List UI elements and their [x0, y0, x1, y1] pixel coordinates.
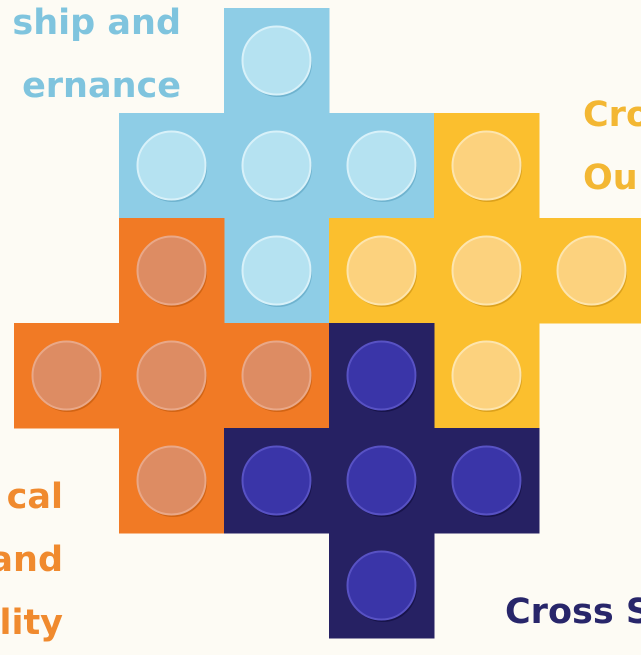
- stud: [241, 235, 312, 306]
- cross-outcomes-line-2: Ou: [583, 158, 638, 198]
- cross-outcomes-label: Cro Ou: [583, 84, 641, 210]
- piece-navy: [224, 323, 540, 639]
- leadership-line-2: ernance: [22, 66, 181, 106]
- piece-orange: [14, 218, 330, 534]
- stud: [346, 130, 417, 201]
- cross-outcomes-line-1: Cro: [583, 95, 641, 135]
- stud: [241, 340, 312, 411]
- stud: [451, 340, 522, 411]
- stud: [241, 130, 312, 201]
- stud: [451, 130, 522, 201]
- stud: [451, 235, 522, 306]
- stud: [241, 25, 312, 96]
- leadership-governance-label: ship and ernance: [12, 0, 181, 118]
- piece-light-blue: [119, 8, 435, 324]
- stud: [346, 235, 417, 306]
- fiscal-line-1: cal: [6, 477, 63, 517]
- leadership-line-1: ship and: [12, 3, 181, 43]
- stud: [31, 340, 102, 411]
- stud: [556, 235, 627, 306]
- fiscal-line-2: and: [0, 540, 63, 580]
- stud: [136, 130, 207, 201]
- stud: [136, 340, 207, 411]
- stud: [136, 235, 207, 306]
- stud: [346, 550, 417, 621]
- stud: [136, 445, 207, 516]
- stud: [346, 445, 417, 516]
- piece-yellow: [329, 113, 641, 429]
- cross-sector-line-1: Cross S: [505, 592, 641, 632]
- stud: [346, 340, 417, 411]
- fiscal-sustainability-label: cal and lity: [0, 466, 63, 655]
- cross-sector-label: Cross S: [505, 581, 641, 644]
- stud: [451, 445, 522, 516]
- stud: [241, 445, 312, 516]
- fiscal-line-3: lity: [0, 603, 63, 643]
